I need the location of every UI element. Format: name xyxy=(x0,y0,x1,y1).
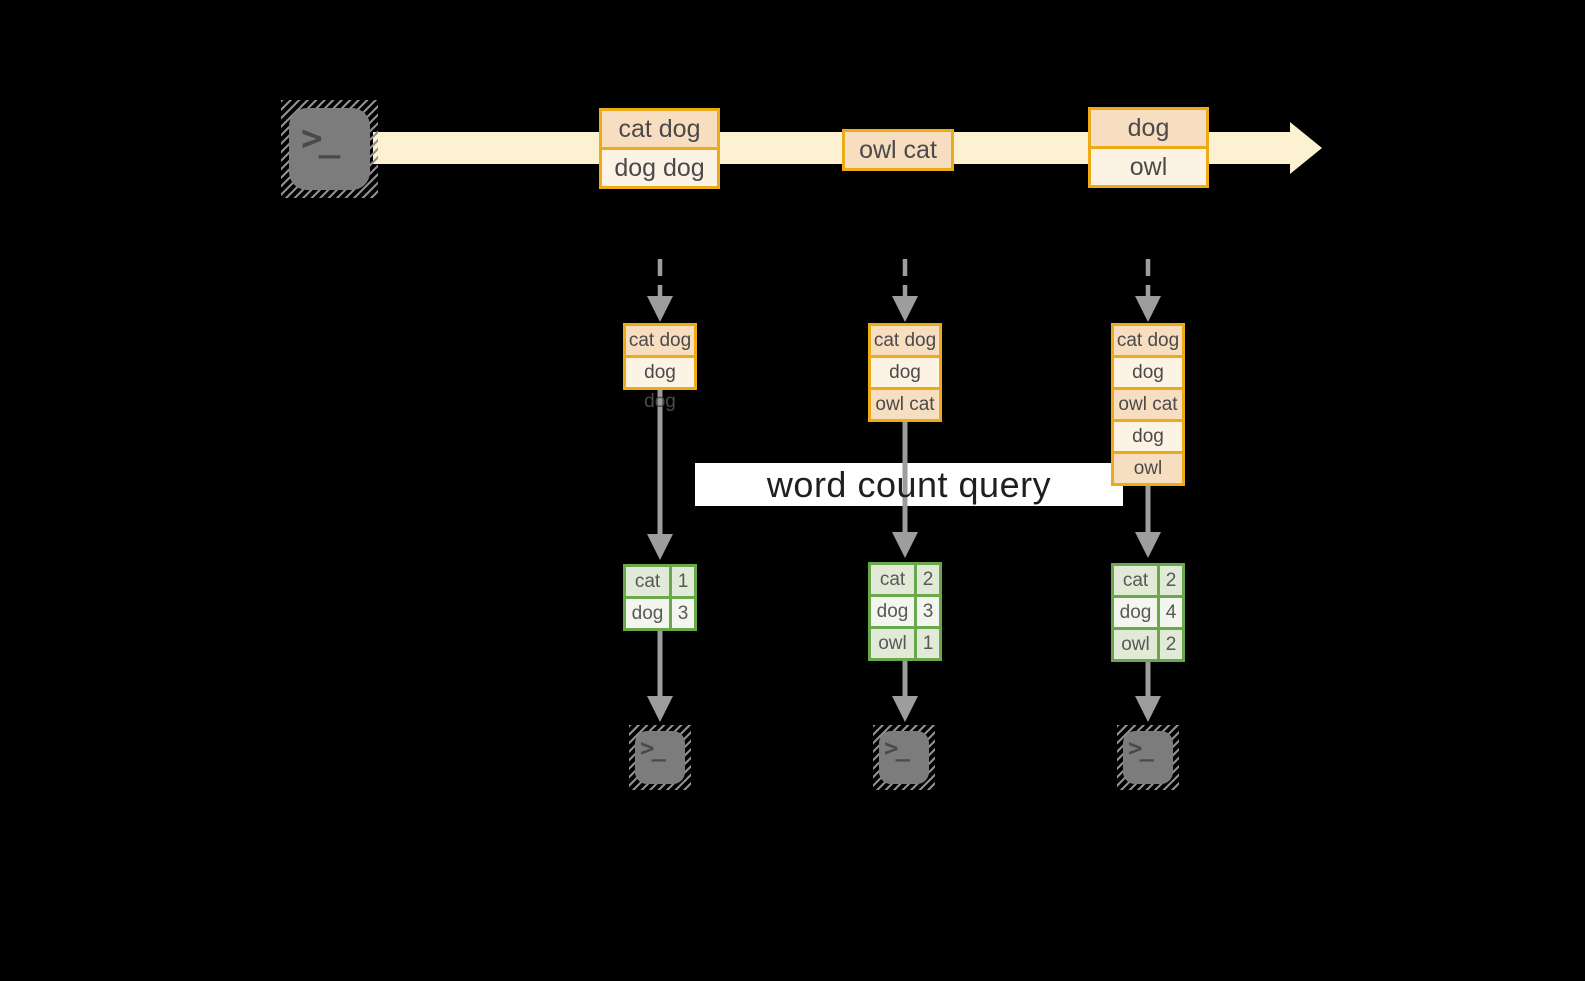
query-label-text: word count query xyxy=(766,463,1052,505)
buffer-item: cat dog xyxy=(1114,326,1182,355)
count-value: 2 xyxy=(917,565,939,594)
stream-event-1: cat dog dog dog xyxy=(599,108,720,189)
buffer-item: dog dog xyxy=(1114,358,1182,412)
prompt-glyph: >_ xyxy=(301,118,340,159)
query-arrow-1 xyxy=(647,390,673,560)
prompt-glyph: >_ xyxy=(1128,734,1154,762)
event-line: dog xyxy=(1091,110,1206,146)
buffer-item: owl cat xyxy=(871,390,939,419)
ingest-arrow-3 xyxy=(1135,259,1161,322)
count-value: 1 xyxy=(672,567,694,596)
terminal-body xyxy=(879,731,929,784)
count-value: 2 xyxy=(1160,630,1182,659)
query-arrow-2 xyxy=(892,422,918,558)
buffer-item: cat dog xyxy=(871,326,939,355)
prompt-glyph: >_ xyxy=(884,734,910,762)
output-arrow-2 xyxy=(892,661,918,722)
buffer-item: cat dog xyxy=(626,326,694,355)
output-arrow-1 xyxy=(647,631,673,722)
output-arrow-3 xyxy=(1135,662,1161,722)
event-line: owl cat xyxy=(845,132,951,168)
buffer-item: dog dog xyxy=(871,358,939,412)
count-value: 1 xyxy=(917,629,939,658)
query-label-bar xyxy=(695,463,1123,506)
stream-timeline-arrowhead-icon xyxy=(1290,122,1322,174)
count-word: dog xyxy=(1114,598,1157,627)
prompt-glyph: >_ xyxy=(640,734,666,762)
buffer-stack-1: cat dog dog dog xyxy=(623,323,697,412)
count-table-3: cat 2 dog 4 owl 2 xyxy=(1111,563,1185,662)
count-word: cat xyxy=(871,565,914,594)
count-value: 2 xyxy=(1160,566,1182,595)
stream-event-3: dog owl xyxy=(1088,107,1209,188)
count-word: owl xyxy=(871,629,914,658)
buffer-item: dog dog xyxy=(626,358,694,412)
terminal-body xyxy=(635,731,685,784)
count-word: dog xyxy=(871,597,914,626)
count-value: 3 xyxy=(917,597,939,626)
buffer-item: owl cat xyxy=(1114,390,1182,419)
terminal-body xyxy=(1123,731,1173,784)
event-line: dog dog xyxy=(602,150,717,186)
ingest-arrow-1 xyxy=(647,259,673,322)
buffer-stack-3: cat dog dog dog owl cat dog owl xyxy=(1111,323,1185,486)
ingest-arrow-2 xyxy=(892,259,918,322)
count-table-2: cat 2 dog 3 owl 1 xyxy=(868,562,942,661)
terminal-icon: >_ xyxy=(1117,725,1179,790)
stream-event-2: owl cat xyxy=(842,129,954,171)
buffer-item: dog xyxy=(1114,422,1182,451)
count-word: owl xyxy=(1114,630,1157,659)
event-line: owl xyxy=(1091,149,1206,185)
buffer-item: owl xyxy=(1114,454,1182,483)
query-arrow-3 xyxy=(1135,486,1161,558)
count-word: cat xyxy=(1114,566,1157,595)
terminal-icon: >_ xyxy=(281,100,378,198)
count-word: cat xyxy=(626,567,669,596)
count-value: 3 xyxy=(672,599,694,628)
terminal-icon: >_ xyxy=(873,725,935,790)
event-line: cat dog xyxy=(602,111,717,147)
terminal-icon: >_ xyxy=(629,725,691,790)
count-value: 4 xyxy=(1160,598,1182,627)
count-table-1: cat 1 dog 3 xyxy=(623,564,697,631)
count-word: dog xyxy=(626,599,669,628)
terminal-body xyxy=(289,108,370,190)
buffer-stack-2: cat dog dog dog owl cat xyxy=(868,323,942,422)
